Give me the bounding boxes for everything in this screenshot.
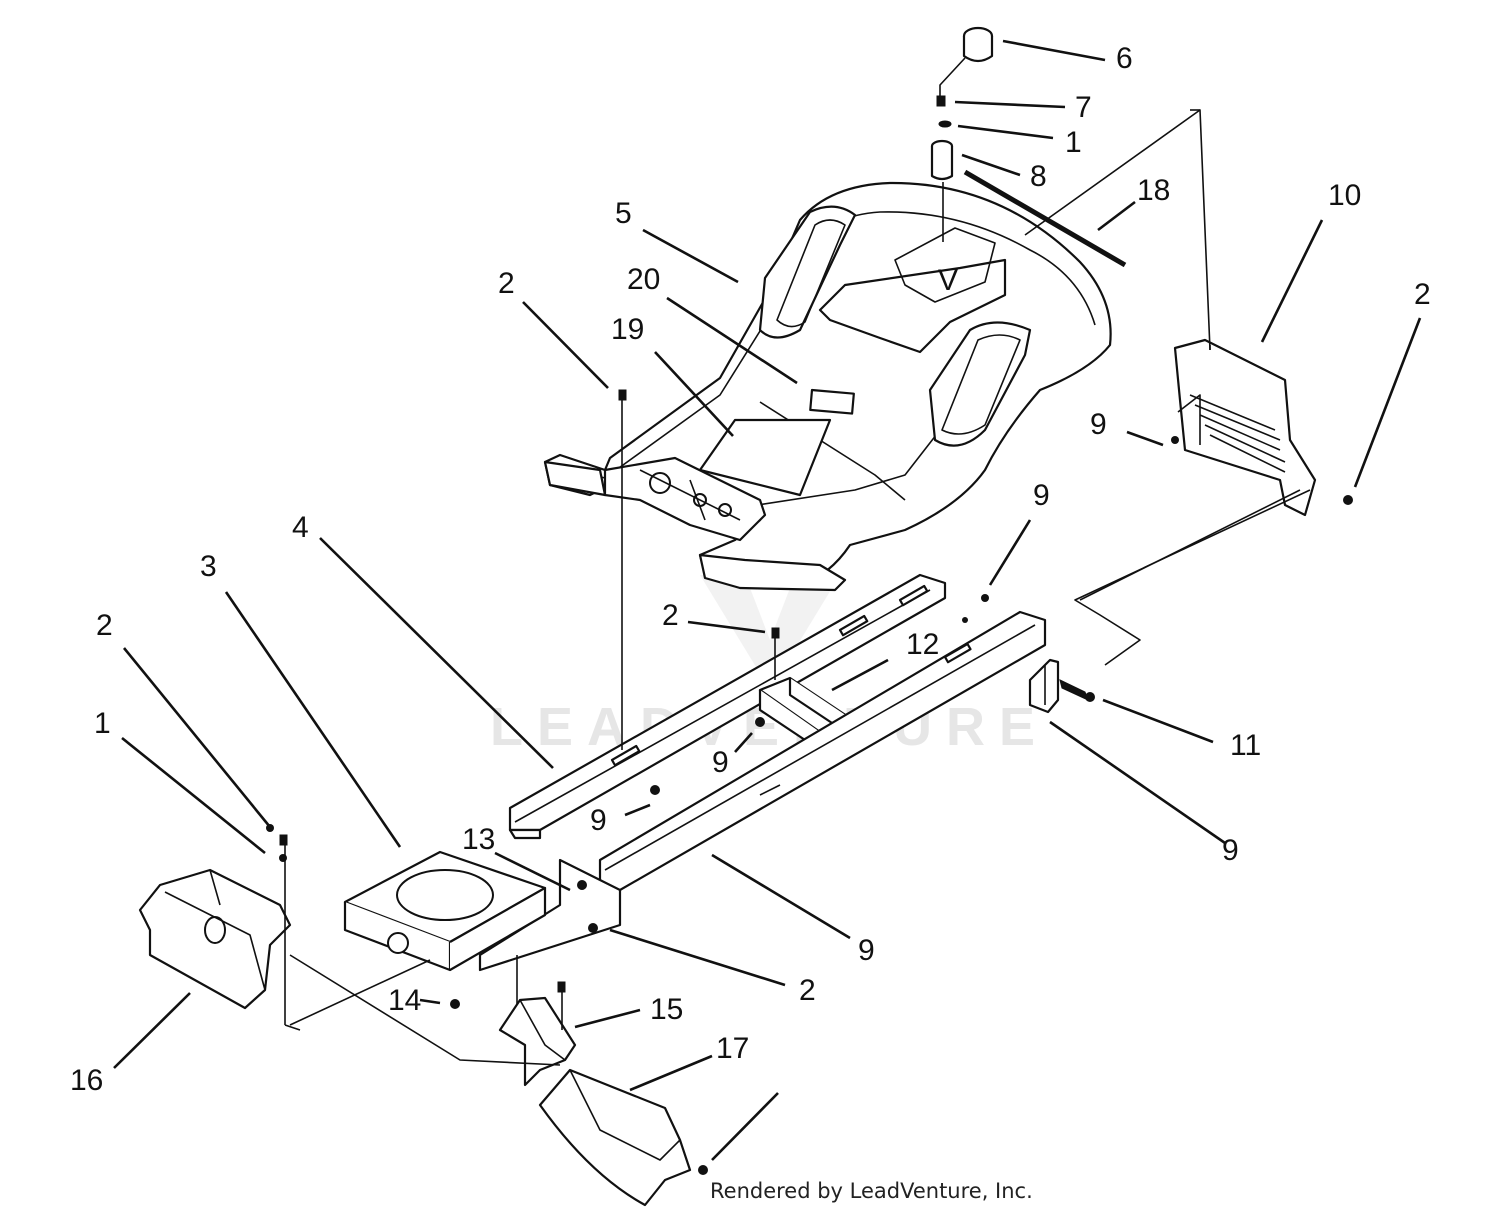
callout-3: 3: [200, 550, 217, 583]
callout-13: 9: [858, 934, 875, 967]
callout-2: 2: [96, 609, 113, 642]
callout-19: 19: [611, 313, 644, 346]
callout-1: 1: [1065, 126, 1082, 159]
callout-1: 1: [94, 707, 111, 740]
callout-labels: 6 7 1 8 18 5 10 2 20 2 19 9 9 4 3 2 12 2…: [70, 42, 1431, 1097]
side-bracket: [1028, 658, 1089, 714]
callout-12: 12: [906, 628, 939, 661]
callout-9: 9: [1090, 408, 1107, 441]
callout-9: 2: [799, 974, 816, 1007]
callout-2: 11: [1230, 729, 1261, 762]
callout-14: 15: [650, 993, 683, 1026]
callout-8: 8: [1030, 160, 1047, 193]
callout-18: 18: [1137, 174, 1170, 207]
callout-7: 7: [1075, 91, 1092, 124]
callout-11: 9: [1222, 834, 1239, 867]
callout-15: 17: [716, 1032, 749, 1065]
callout-6: 6: [1116, 42, 1133, 75]
axle-plate: [289, 850, 547, 1026]
fender-body: V: [543, 181, 1112, 592]
render-credit: Rendered by LeadVenture, Inc.: [710, 1179, 1033, 1203]
callout-9: 13: [462, 823, 495, 856]
callout-9: 9: [712, 746, 729, 779]
assembly-lines: [284, 109, 1211, 1066]
fasteners: [266, 389, 1353, 1175]
callout-5: 5: [615, 197, 632, 230]
hitch-bracket: [498, 996, 577, 1087]
callout-2: 2: [662, 599, 679, 632]
rear-plate-outline: [1074, 489, 1311, 666]
svg-text:V: V: [938, 264, 958, 297]
callout-2: 14: [388, 984, 421, 1017]
leader-lines: [113, 39, 1422, 1161]
callout-9: 9: [590, 804, 607, 837]
callout-9: 9: [1033, 479, 1050, 512]
callout-10: 10: [1328, 179, 1361, 212]
rear-guard: [538, 1068, 692, 1207]
callout-2: 2: [1414, 278, 1431, 311]
callout-2: 2: [498, 267, 515, 300]
watermark-logo: [700, 575, 840, 690]
knob-assembly: [930, 26, 1127, 268]
rear-cover: [1173, 338, 1317, 517]
frame-rail-left: [508, 573, 947, 840]
callout-20: 20: [627, 263, 660, 296]
callout-4: 4: [292, 511, 309, 544]
front-bracket: [138, 868, 292, 1010]
callout-17: 16: [70, 1064, 103, 1097]
